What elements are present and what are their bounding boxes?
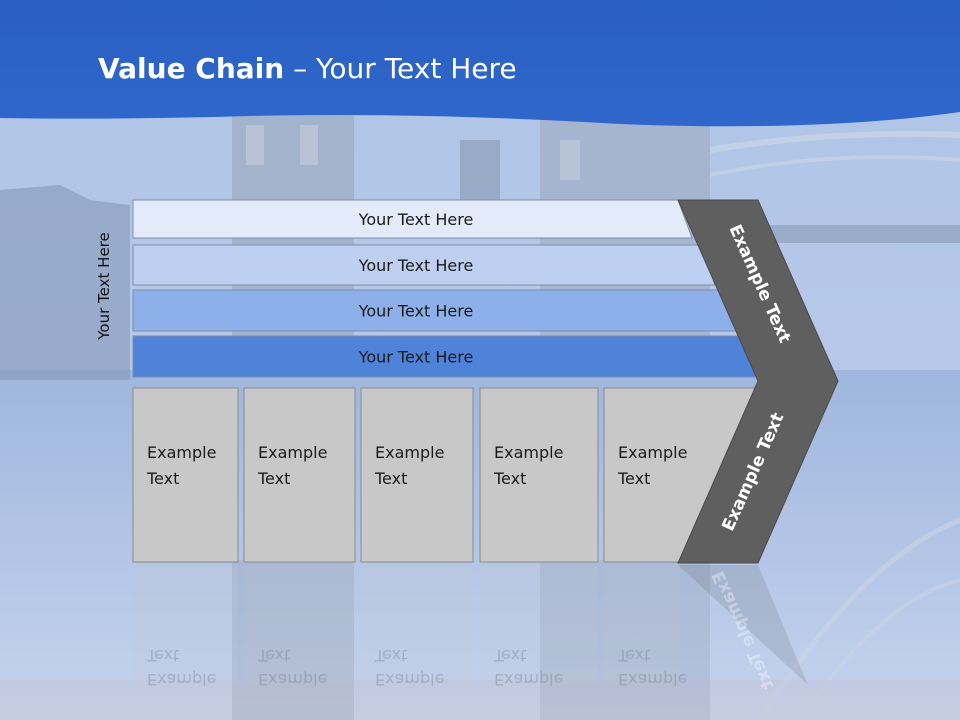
value-row-2 — [132, 244, 716, 286]
activity-box-label-line2: Text — [147, 469, 180, 488]
page-title: Value Chain – Your Text Here — [98, 52, 517, 85]
activity-box-label-line1: Example — [494, 443, 564, 462]
activity-box-reflection — [480, 564, 598, 684]
activity-box-label-line1: Example — [375, 443, 445, 462]
activity-box-label-line2: Text — [258, 469, 291, 488]
activity-box-label-line1: Example — [618, 443, 688, 462]
activity-box-reflection — [604, 564, 680, 684]
title-rest: – Your Text Here — [284, 52, 517, 85]
value-row-2-label: Your Text Here — [358, 256, 474, 275]
value-row-3-label: Your Text Here — [358, 302, 474, 321]
activity-box-label-line1: Example — [147, 443, 217, 462]
activity-box-label-line2: Text — [618, 469, 651, 488]
value-row-1 — [132, 199, 693, 239]
activity-box-label-line2: Text — [494, 469, 527, 488]
activity-box-label-line1: Example — [258, 443, 328, 462]
value-row-4-label: Your Text Here — [358, 348, 474, 367]
activity-box-reflection — [361, 564, 473, 684]
value-row-1-label: Your Text Here — [358, 210, 474, 229]
activity-box-2 — [243, 387, 356, 563]
activity-box-1 — [132, 387, 239, 563]
activity-box-4 — [479, 387, 599, 563]
title-bold: Value Chain — [98, 52, 285, 85]
header-band — [0, 0, 960, 127]
chevron-shape — [677, 199, 839, 564]
activity-box-3 — [360, 387, 474, 563]
activity-box-reflection — [133, 564, 238, 684]
activity-box-label-line2: Text — [375, 469, 408, 488]
activity-box-reflection — [244, 564, 355, 684]
